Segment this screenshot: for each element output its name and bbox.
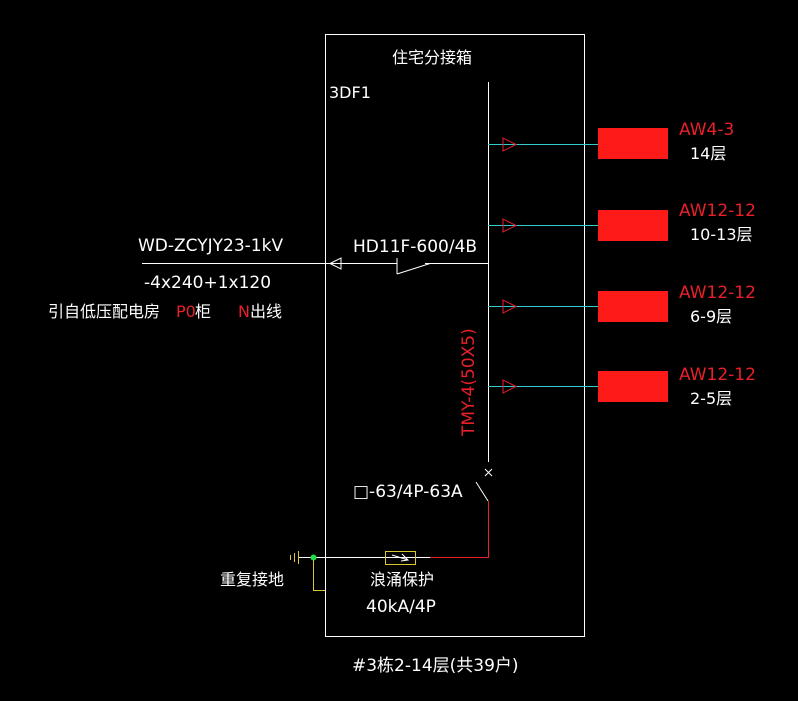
incoming-cable-spec: -4x240+1x120 <box>144 273 271 293</box>
spd-rating: 40kA/4P <box>366 597 436 617</box>
main-switch-blade <box>396 263 431 275</box>
feeder-arrow-icon <box>502 218 518 233</box>
panel-enclosure <box>325 34 585 637</box>
feeder-name: AW4-3 <box>679 120 734 140</box>
earth-conductor <box>313 557 325 591</box>
incoming-source-prefix: 引自低压配电房 <box>48 302 160 321</box>
distribution-box <box>598 291 668 322</box>
feeder-floors: 10-13层 <box>690 225 753 244</box>
distribution-box <box>598 210 668 241</box>
incoming-source-suffix: 出线 <box>250 302 282 321</box>
spd-lead <box>430 501 489 558</box>
feeder-name: AW12-12 <box>679 283 756 303</box>
panel-footer: #3栋2-14层(共39户) <box>352 656 519 676</box>
feeder-arrow-icon <box>502 379 518 394</box>
busbar-label: TMY-4(50X5) <box>459 328 479 437</box>
feeder-floors: 2-5层 <box>690 389 732 408</box>
feeder-name: AW12-12 <box>679 365 756 385</box>
spd-breaker-cross-icon <box>484 468 493 477</box>
incoming-arrow-icon <box>328 257 342 270</box>
feeder-arrow-icon <box>502 299 518 314</box>
feeder-2: AW12-12 10-13层 <box>488 201 756 244</box>
earthing-label: 重复接地 <box>220 570 284 589</box>
feeder-floors: 6-9层 <box>690 307 732 326</box>
panel-id: 3DF1 <box>329 83 371 102</box>
feeder-name: AW12-12 <box>679 201 756 221</box>
incoming-cable-label: WD-ZCYJY23-1kV <box>138 236 283 256</box>
distribution-box <box>598 371 668 402</box>
feeder-3: AW12-12 6-9层 <box>488 283 756 326</box>
spd-breaker-label: □-63/4P-63A <box>353 482 463 502</box>
incoming-source-line: N <box>238 302 250 321</box>
feeder-arrow-icon <box>502 137 518 152</box>
spd-breaker-blade <box>475 481 489 502</box>
panel-title: 住宅分接箱 <box>392 48 472 67</box>
surge-protector-icon <box>391 553 410 562</box>
spd-label: 浪涌保护 <box>370 570 434 589</box>
surge-protector <box>385 551 416 565</box>
feeder-4: AW12-12 2-5层 <box>488 365 756 408</box>
main-switch-label: HD11F-600/4B <box>353 237 477 257</box>
earth-node-icon <box>310 554 317 561</box>
incoming-source-cabinet: P0 <box>176 302 196 321</box>
distribution-box <box>598 128 668 159</box>
feeder-floors: 14层 <box>690 144 726 163</box>
feeder-1: AW4-3 14层 <box>488 120 734 163</box>
incoming-source-mid: 柜 <box>195 302 211 321</box>
